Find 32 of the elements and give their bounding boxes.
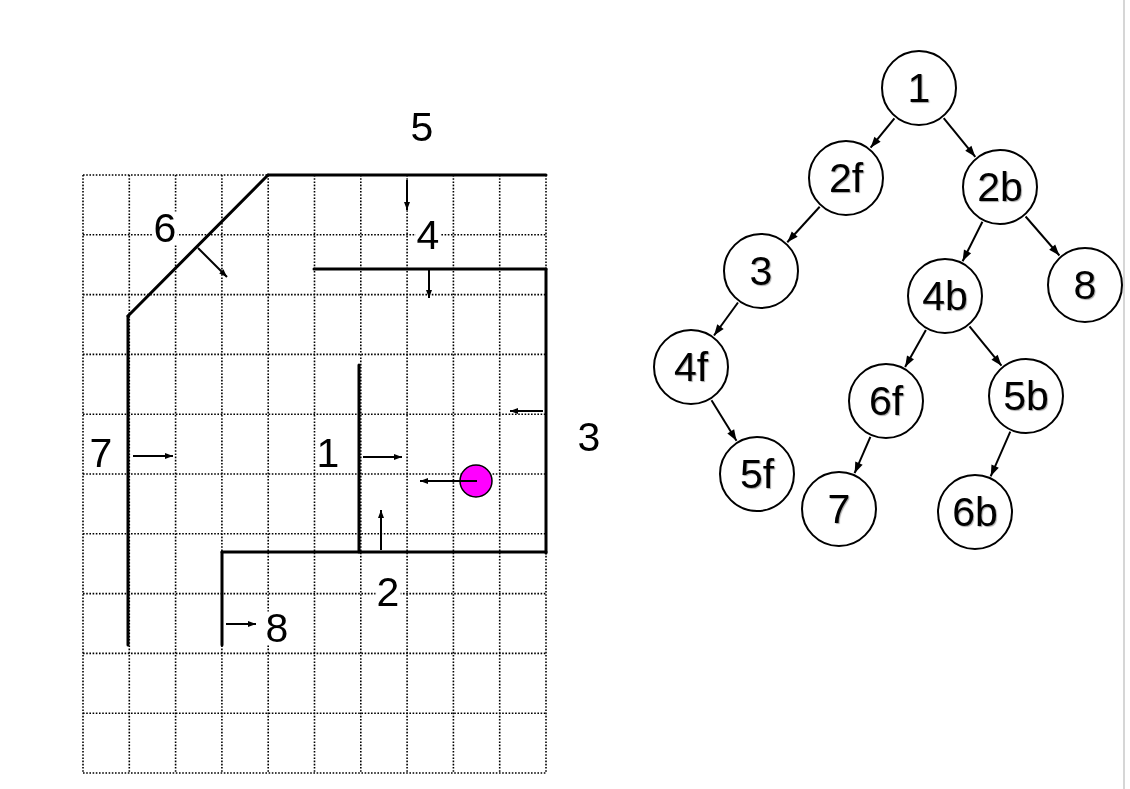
tree-node-circle [723, 233, 799, 309]
node-label: 2b [977, 169, 1023, 205]
arrow [989, 430, 1012, 478]
node-label: 5b [1003, 378, 1049, 414]
arrow [710, 399, 738, 442]
wall-number: 6 [152, 211, 178, 245]
node-label: 6f [868, 383, 904, 419]
node-label: 2f [828, 160, 864, 196]
tree-node-circle [1047, 247, 1123, 323]
arrow [1024, 215, 1061, 257]
arrow [942, 117, 977, 158]
node-label: 7 [827, 491, 851, 527]
wall-number: 5 [409, 110, 435, 144]
node-label: 8 [1073, 267, 1097, 303]
node-label: 1 [907, 70, 931, 106]
arrow [904, 329, 927, 368]
arrow [968, 325, 1003, 367]
arrow [713, 301, 739, 337]
wall-number: 2 [375, 575, 401, 609]
node-label: 4b [922, 278, 968, 314]
arrow [961, 220, 984, 263]
arrow [786, 205, 821, 244]
wall-number: 8 [264, 611, 290, 645]
wall-number: 4 [415, 218, 441, 252]
node-label: 4f [673, 349, 709, 385]
node-label: 6b [952, 494, 998, 530]
wall-number: 7 [88, 436, 114, 470]
arrow [853, 435, 872, 475]
arrow [869, 117, 896, 149]
node-label: 3 [749, 253, 773, 289]
node-label: 5f [739, 456, 775, 492]
wall-number: 3 [576, 420, 602, 454]
